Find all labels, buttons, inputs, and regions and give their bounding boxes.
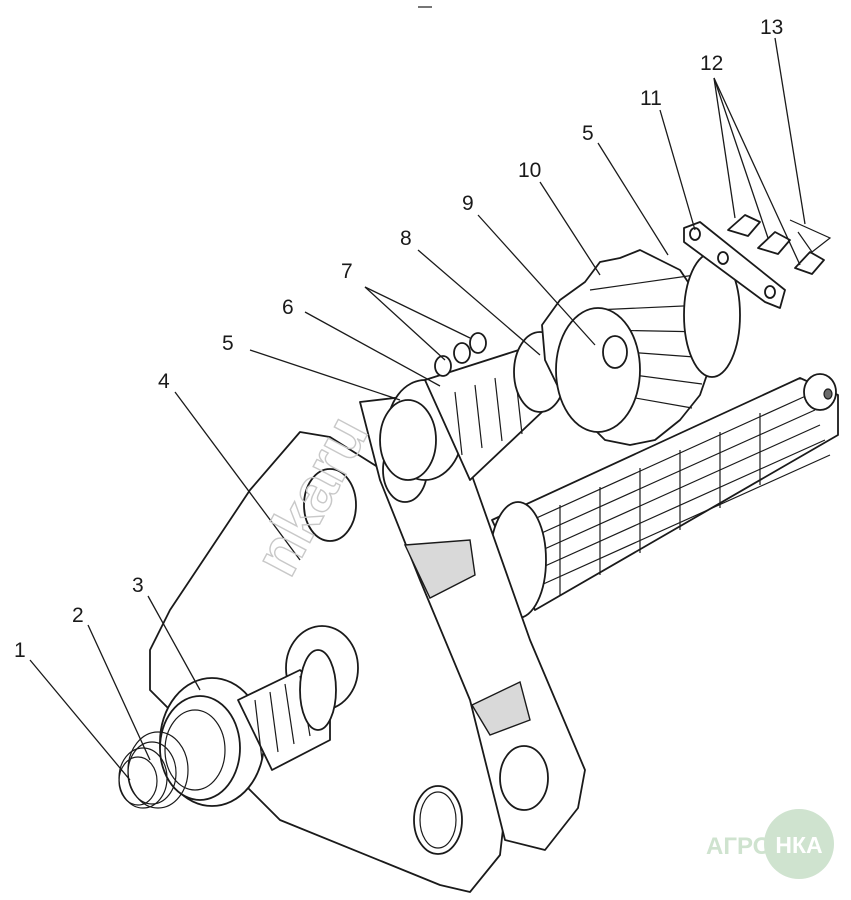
hub-assembly	[159, 649, 337, 807]
callout-2: 2	[72, 604, 84, 627]
callout-5-lower: 5	[222, 332, 234, 355]
callout-3: 3	[132, 574, 144, 597]
lock-plate	[683, 214, 832, 309]
callout-6: 6	[282, 296, 294, 319]
callout-7: 7	[341, 260, 353, 283]
callout-12: 12	[700, 52, 723, 75]
callout-1: 1	[14, 639, 26, 662]
callout-13: 13	[760, 16, 783, 39]
callout-4: 4	[158, 370, 170, 393]
logo-text-left: АГРО	[706, 833, 771, 860]
callout-10: 10	[518, 159, 541, 182]
callout-9: 9	[462, 192, 474, 215]
callouts: 1 2 3 4 5 5 6 7 8 9 10 11 12 13	[14, 16, 783, 662]
agronka-logo: АГРО НКА	[706, 809, 834, 879]
logo-text-right: НКА	[775, 832, 822, 858]
roller-cage	[379, 331, 567, 481]
leader-lines	[29, 37, 806, 781]
logo-circle	[764, 809, 834, 879]
pinion-gear	[541, 249, 741, 446]
retaining-rings	[118, 731, 189, 809]
callout-5-upper: 5	[582, 122, 594, 145]
callout-11: 11	[640, 87, 662, 110]
callout-8: 8	[400, 227, 412, 250]
